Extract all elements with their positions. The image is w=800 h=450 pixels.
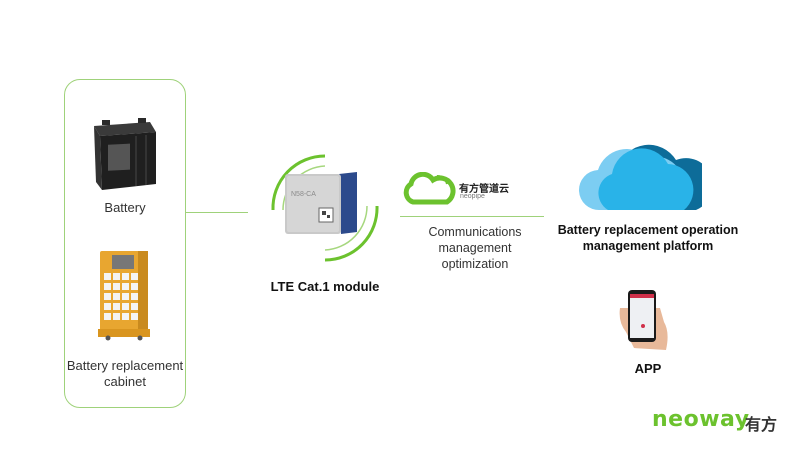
connector-line-module-platform	[400, 216, 544, 218]
cabinet-label: Battery replacement cabinet	[66, 358, 184, 389]
neopipe-cloud-logo-icon	[403, 172, 456, 205]
neopipe-logo-en: neopipe	[460, 193, 485, 200]
cloud-service-label: Communications management optimization	[428, 225, 522, 271]
device-group-box	[64, 79, 186, 408]
app-phone-icon	[619, 290, 668, 350]
lte-module-icon: N58-CA	[271, 154, 379, 262]
brand-logo: neoway	[652, 407, 750, 432]
module-chip-text: N58-CA	[291, 191, 316, 198]
brand-logo-cn: 有方	[745, 417, 778, 434]
battery-cabinet-icon	[98, 251, 150, 341]
platform-cloud-icon	[578, 144, 702, 211]
platform-label-line1: Battery replacement operation	[557, 223, 739, 237]
app-label: APP	[634, 361, 662, 376]
connector-line-device-module	[186, 212, 248, 214]
battery-label: Battery	[104, 200, 146, 215]
module-label: LTE Cat.1 module	[270, 279, 380, 294]
neopipe-logo-cn: 有方管道云	[459, 184, 509, 195]
battery-icon	[94, 118, 156, 190]
platform-label-line2: management platform	[582, 239, 714, 253]
